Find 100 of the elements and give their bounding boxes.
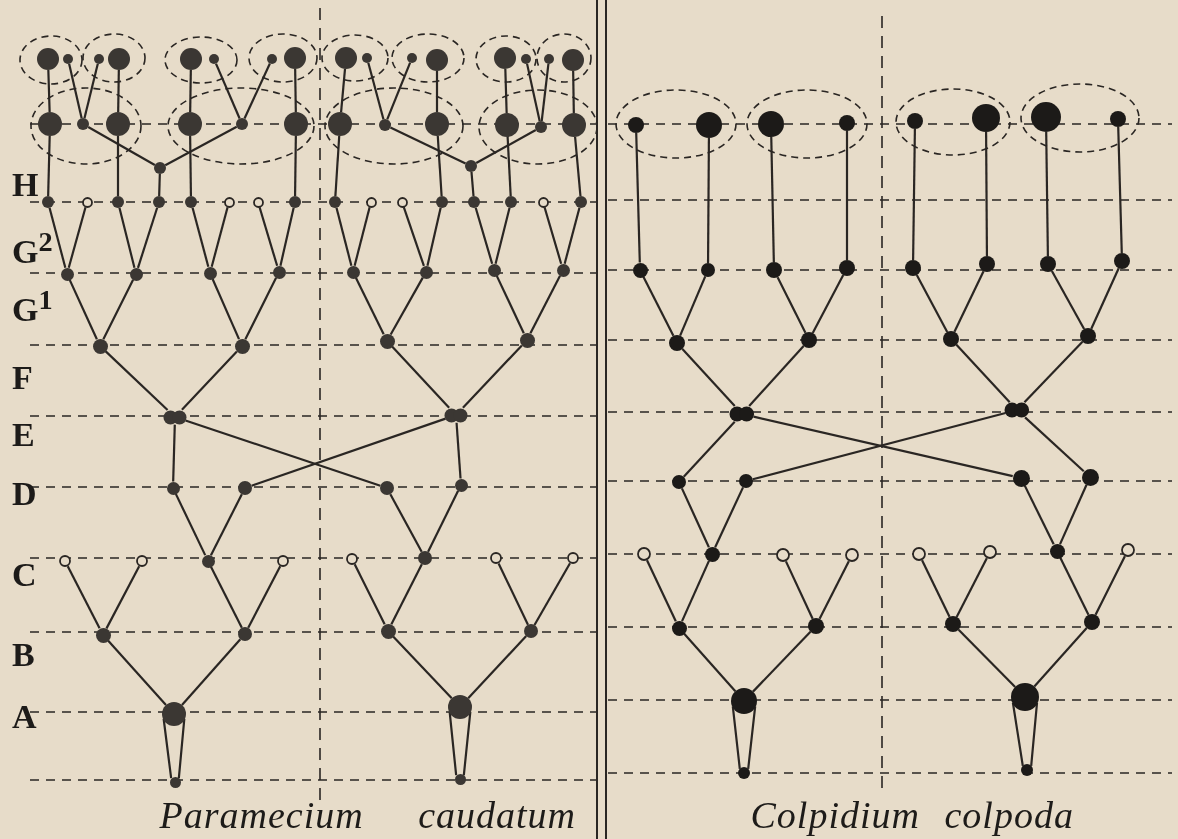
- connector-line: [390, 563, 423, 625]
- connector-line: [506, 136, 512, 197]
- solid-dot: [60, 267, 74, 281]
- open-dot: [983, 545, 997, 559]
- connector-line: [386, 62, 412, 120]
- connector-line: [136, 207, 159, 269]
- solid-dot: [1011, 683, 1039, 711]
- connector-line: [1059, 557, 1090, 616]
- solid-dot: [1031, 102, 1061, 132]
- connector-line: [354, 277, 385, 335]
- open-dot: [277, 555, 289, 567]
- connector-line: [68, 63, 83, 119]
- connector-line: [334, 135, 341, 197]
- connector-line: [353, 563, 386, 625]
- connector-line: [402, 206, 425, 267]
- connector-line: [118, 207, 136, 268]
- connector-line: [563, 207, 581, 264]
- solid-dot: [418, 551, 432, 565]
- solid-dot: [154, 162, 166, 174]
- connector-line: [189, 70, 192, 112]
- solid-dot: [1084, 614, 1100, 630]
- solid-dot: [1080, 328, 1096, 344]
- connector-line: [164, 125, 238, 167]
- connector-line: [353, 207, 371, 266]
- connector-line: [497, 562, 529, 626]
- solid-dot: [494, 47, 516, 69]
- solid-dot: [943, 331, 959, 347]
- open-dot: [252, 196, 264, 208]
- connector-line: [1033, 627, 1088, 688]
- solid-dot: [380, 623, 396, 639]
- open-dot: [365, 196, 377, 208]
- open-dot: [346, 553, 358, 565]
- solid-dot: [92, 338, 108, 354]
- solid-dot: [379, 119, 391, 131]
- solid-dot: [267, 54, 277, 64]
- solid-dot: [162, 702, 186, 726]
- connector-line: [533, 562, 571, 626]
- row-letter: C: [12, 558, 37, 592]
- species-caption: Paramecium caudatum: [159, 796, 577, 834]
- connector-line: [540, 63, 550, 122]
- connector-line: [68, 279, 98, 340]
- solid-dot: [758, 111, 784, 137]
- solid-dot: [972, 104, 1000, 132]
- row-letter: B: [12, 638, 35, 672]
- solid-dot: [185, 196, 197, 208]
- connector-line: [391, 345, 450, 409]
- solid-dot: [419, 265, 433, 279]
- connector-line: [748, 345, 805, 407]
- solid-dot: [234, 338, 250, 354]
- solid-dot: [38, 112, 62, 136]
- row-letter: A: [12, 700, 37, 734]
- connector-line: [340, 68, 347, 113]
- connector-line: [455, 422, 462, 479]
- connector-line: [251, 417, 446, 487]
- solid-dot: [329, 196, 341, 208]
- solid-dot: [63, 54, 73, 64]
- open-dot: [59, 555, 71, 567]
- connector-line: [574, 136, 582, 197]
- solid-dot: [284, 47, 306, 69]
- connector-line: [1090, 267, 1120, 330]
- connector-line: [784, 560, 814, 620]
- solid-dot: [454, 773, 466, 785]
- connector-line: [953, 270, 985, 333]
- double-dot: [163, 409, 187, 425]
- connector-line: [392, 635, 453, 700]
- solid-dot: [425, 112, 449, 136]
- solid-dot: [562, 113, 586, 137]
- connector-line: [681, 348, 736, 407]
- connector-line: [244, 277, 278, 340]
- connector-line: [172, 424, 176, 482]
- open-dot: [1121, 543, 1135, 557]
- connector-line: [1024, 416, 1085, 473]
- connector-line: [279, 207, 295, 266]
- connector-line: [67, 207, 87, 269]
- solid-dot: [169, 776, 181, 788]
- solid-dot: [519, 332, 535, 348]
- solid-dot: [1012, 469, 1030, 487]
- connector-line: [209, 566, 243, 629]
- solid-dot: [701, 263, 715, 277]
- connector-line: [211, 278, 240, 340]
- solid-dot: [407, 53, 417, 63]
- connector-line: [174, 493, 207, 556]
- connector-line: [1094, 555, 1126, 616]
- open-dot: [537, 196, 549, 208]
- connector-line: [427, 490, 460, 553]
- connector-line: [83, 63, 99, 119]
- connector-line: [526, 63, 541, 122]
- solid-dot: [839, 115, 855, 131]
- connector-line: [426, 207, 442, 266]
- solid-dot: [272, 265, 286, 279]
- solid-dot: [112, 196, 124, 208]
- solid-dot: [203, 266, 217, 280]
- open-dot: [912, 547, 926, 561]
- connector-line: [1117, 126, 1123, 254]
- connector-line: [646, 559, 677, 622]
- solid-dot: [495, 113, 519, 137]
- solid-dot: [907, 113, 923, 129]
- connector-line: [87, 126, 156, 166]
- solid-dot: [696, 112, 722, 138]
- open-dot: [637, 547, 651, 561]
